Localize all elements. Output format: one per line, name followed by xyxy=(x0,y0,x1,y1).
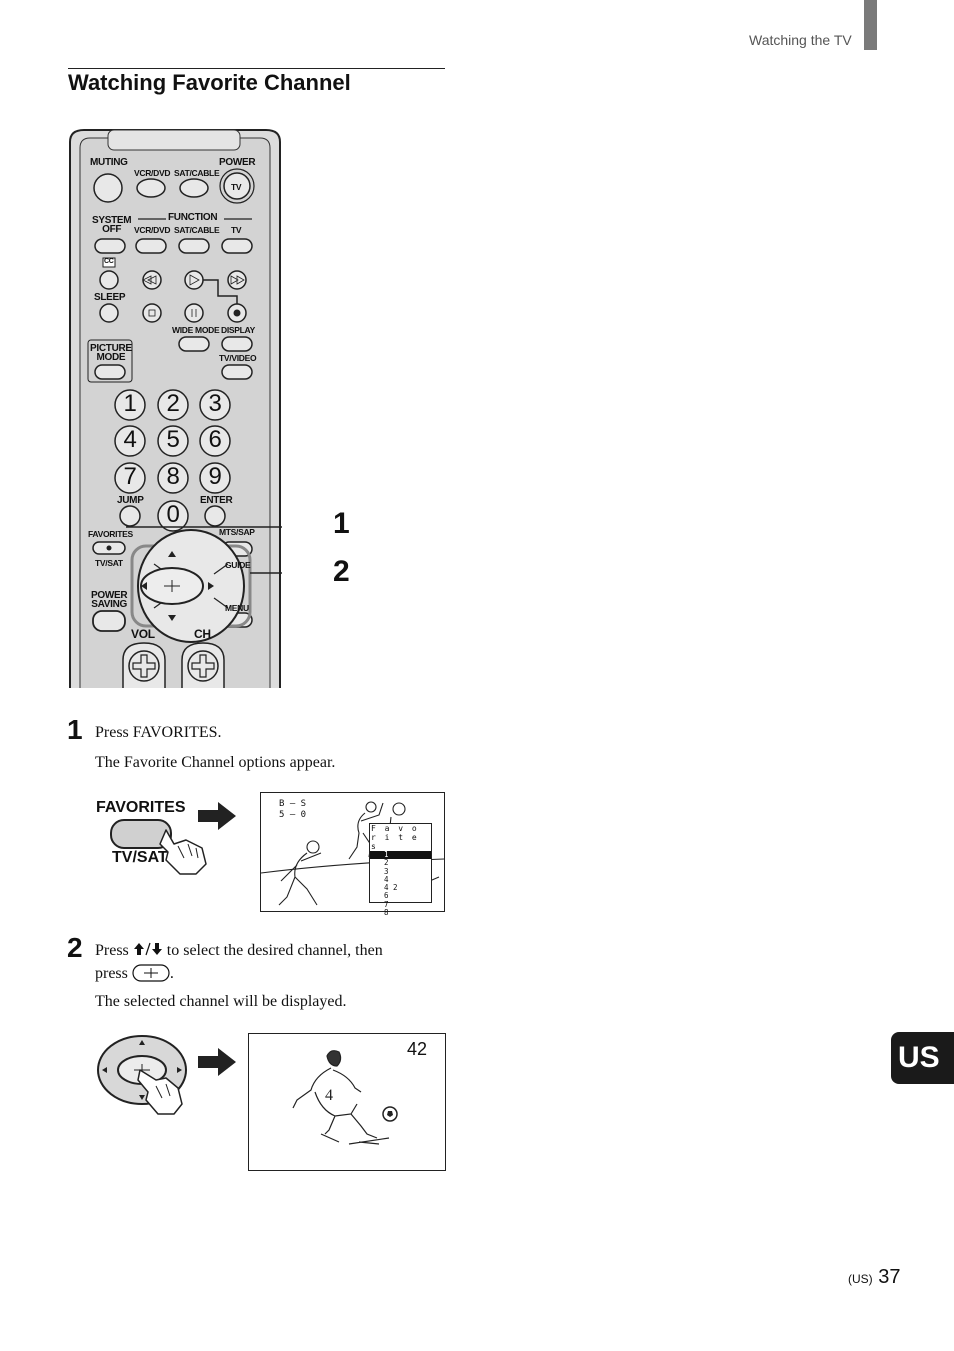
channel-number: 42 xyxy=(407,1039,428,1059)
digit-6: 6 xyxy=(208,426,222,453)
label-sleep: SLEEP xyxy=(94,292,126,303)
favorites-menu-item: 8 xyxy=(384,908,389,918)
soccer-scene: 4 xyxy=(292,1050,398,1145)
favorites-menu-item: 4 2 xyxy=(384,883,398,893)
favorites-menu-item: 3 xyxy=(384,866,389,876)
favorites-menu-title: F a v o r i t e s xyxy=(371,824,419,851)
digit-4: 4 xyxy=(123,426,137,453)
tv-sat-label: TV/SAT xyxy=(112,849,168,866)
step-2-result: The selected channel will be displayed. xyxy=(95,993,347,1010)
digit-0: 0 xyxy=(166,501,180,528)
label-tv-video: TV/VIDEO xyxy=(219,353,257,363)
remote-illustration: MUTING POWER VCR/DVD SAT/CABLE TV SYSTEM… xyxy=(68,128,350,690)
score-line-1: B – S xyxy=(279,799,307,809)
hand-press-icon xyxy=(137,1069,183,1115)
soccer-ball-icon xyxy=(382,1106,398,1122)
label-display: DISPLAY xyxy=(221,325,255,335)
label-guide: GUIDE xyxy=(225,560,251,570)
digit-5: 5 xyxy=(166,426,180,453)
label-favorites: FAVORITES xyxy=(88,529,133,539)
arrow-right-icon xyxy=(198,1048,236,1076)
label-vol: VOL xyxy=(131,627,155,641)
step-2-text-line2: press . xyxy=(95,964,174,982)
label-mts-sap: MTS/SAP xyxy=(219,527,255,537)
step-1-result: The Favorite Channel options appear. xyxy=(95,754,336,771)
svg-text:4: 4 xyxy=(325,1087,333,1104)
digit-9: 9 xyxy=(208,463,222,490)
callout-1: 1 xyxy=(333,507,350,540)
region-tab xyxy=(891,1032,954,1084)
hand-press-icon xyxy=(159,829,207,875)
favorites-menu-item: 7 xyxy=(384,899,389,909)
favorites-label: FAVORITES xyxy=(96,799,186,816)
tv-screen-channel: 42 4 xyxy=(248,1033,446,1171)
label-vcr-dvd: VCR/DVD xyxy=(134,168,171,178)
header-bar xyxy=(864,0,877,50)
label-function: FUNCTION xyxy=(168,212,218,223)
digit-7: 7 xyxy=(123,463,137,490)
label-muting: MUTING xyxy=(90,157,128,168)
favorites-menu-item: 4 xyxy=(384,874,389,884)
label-enter: ENTER xyxy=(200,495,233,506)
arrow-right-icon xyxy=(198,802,236,830)
step-2-number: 2 xyxy=(67,932,83,963)
enter-button-icon xyxy=(132,964,170,982)
favorites-menu-item: 2 xyxy=(384,858,389,868)
digit-3: 3 xyxy=(208,390,222,417)
remote-body xyxy=(69,129,282,688)
label-power: POWER xyxy=(219,157,256,168)
title-rule xyxy=(68,68,445,69)
label-fn-vcr-dvd: VCR/DVD xyxy=(134,225,171,235)
page-number: (US) 37 xyxy=(848,1266,901,1288)
label-fn-sat-cable: SAT/CABLE xyxy=(174,225,220,235)
digit-8: 8 xyxy=(166,463,180,490)
step-1-number: 1 xyxy=(67,714,83,745)
dpad-press-figure xyxy=(96,1035,236,1115)
section-header: Watching the TV xyxy=(749,32,852,48)
favorites-menu-item: 1 xyxy=(370,850,431,860)
digit-2: 2 xyxy=(166,390,180,417)
step-2-text-line1: Press to select the desired channel, the… xyxy=(95,942,383,959)
label-tv-sat: TV/SAT xyxy=(95,558,123,568)
step-1-text: Press FAVORITES. xyxy=(95,724,222,741)
favorites-button-figure xyxy=(110,802,236,875)
favorites-menu-item: 6 xyxy=(384,891,389,901)
digit-1: 1 xyxy=(123,390,137,417)
label-jump: JUMP xyxy=(117,495,144,506)
label-sat-cable: SAT/CABLE xyxy=(174,168,220,178)
label-ch: CH xyxy=(194,627,211,641)
region-tab-label: US xyxy=(898,1041,940,1074)
label-wide-mode: WIDE MODE xyxy=(172,325,220,335)
label-menu: MENU xyxy=(225,603,249,613)
score-line-2: 5 – 0 xyxy=(279,810,307,820)
label-cc: CC xyxy=(104,258,114,265)
page-title: Watching Favorite Channel xyxy=(68,70,351,95)
label-tv: TV xyxy=(231,182,242,192)
label-fn-tv: TV xyxy=(231,225,242,235)
callout-2: 2 xyxy=(333,555,350,588)
up-down-arrow-icon xyxy=(133,942,162,956)
